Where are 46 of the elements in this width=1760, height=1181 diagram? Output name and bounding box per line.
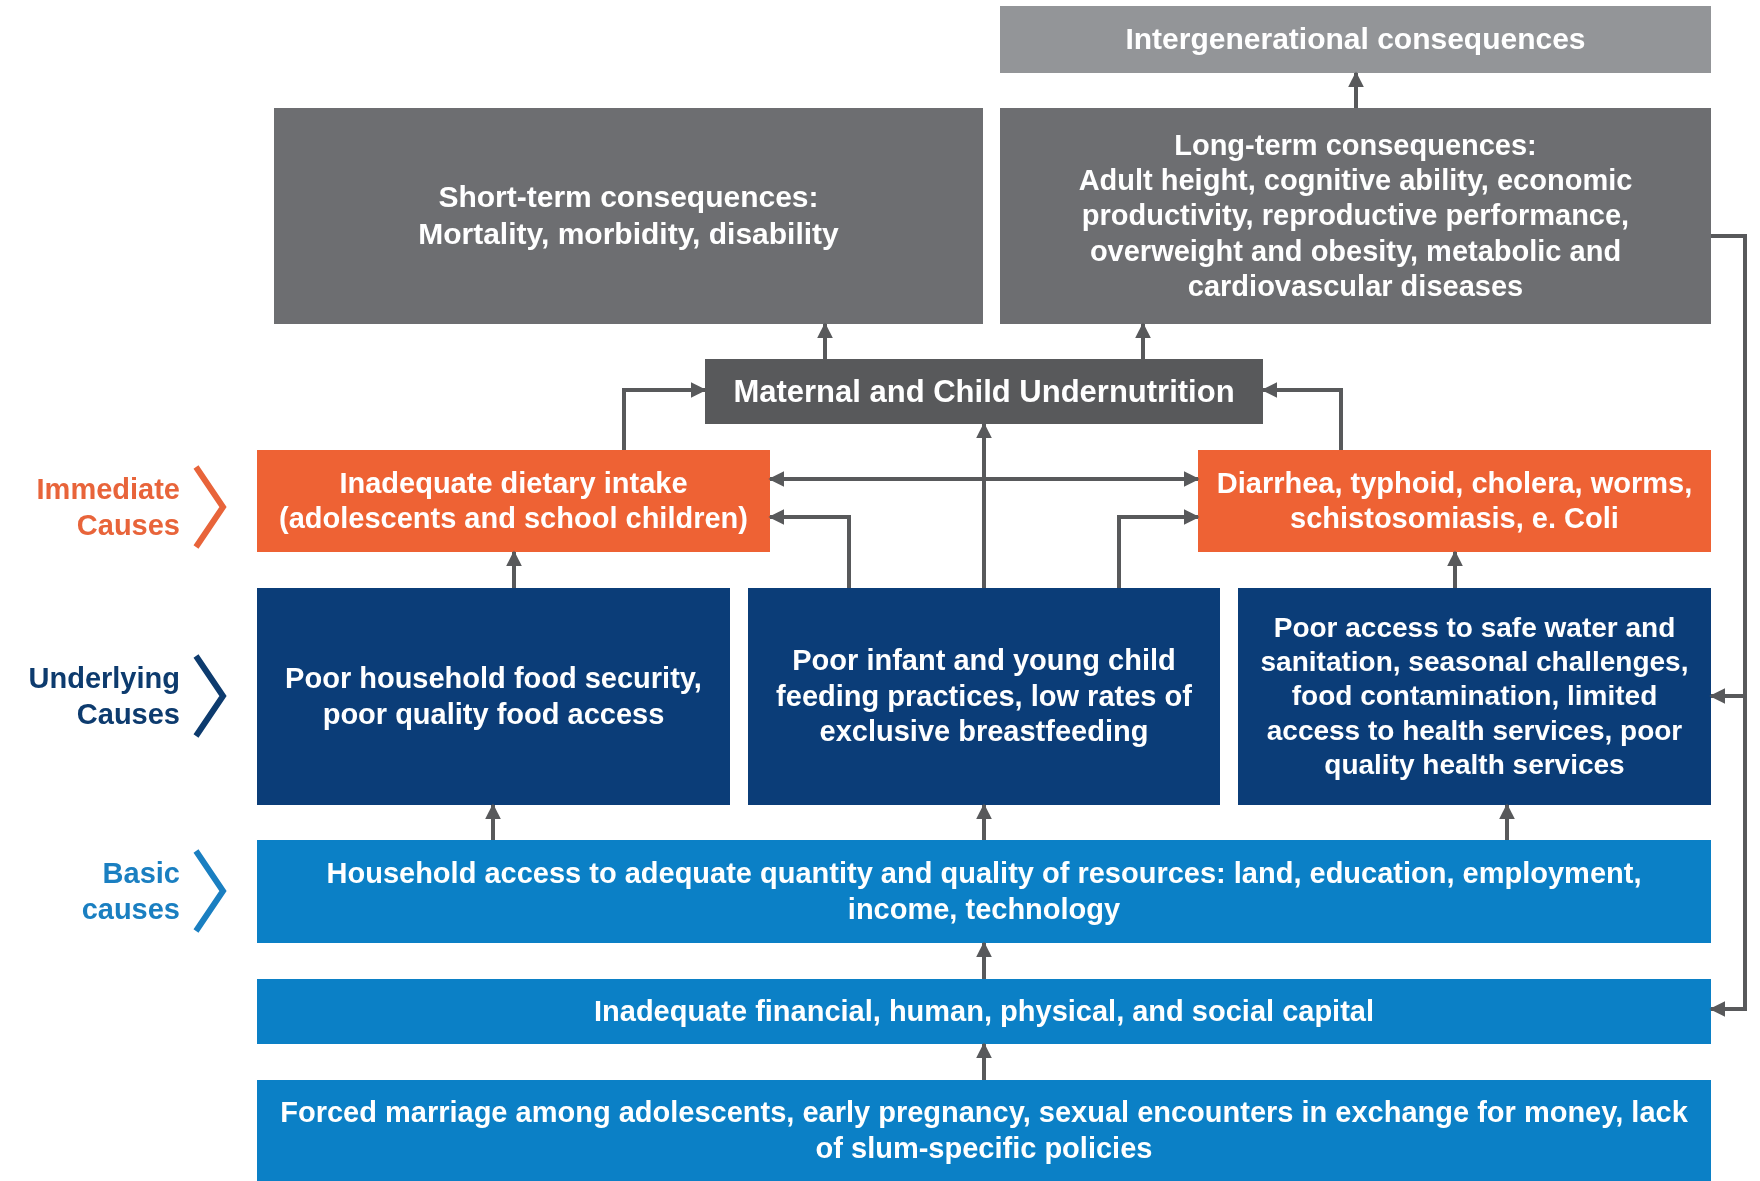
arrow [976, 803, 992, 840]
cause-box [257, 840, 1711, 943]
box-text: Poor household food security, poor quality food access [284, 661, 703, 732]
arrow [1117, 509, 1200, 588]
arrow [622, 382, 707, 450]
arrow [976, 941, 992, 979]
box-text: Adult height, cognitive ability, economic productivity, reproductive performance, overweight and obesity, metabolic and cardiovascular diseases [1077, 162, 1634, 305]
box-text: Household access to adequate quantity and quality of resources: land, education, employment, income, technology [325, 856, 1643, 927]
arrow [1261, 382, 1343, 450]
section-label: Immediate Causes [35, 471, 180, 543]
cause-box [1238, 588, 1711, 805]
box-heading: Long-term consequences: [1174, 127, 1537, 163]
cause-box [274, 108, 983, 324]
box-text: Intergenerational consequences [1125, 21, 1586, 58]
box-text: Poor infant and young child feeding practices, low rates of exclusive breastfeeding [775, 643, 1193, 750]
cause-box [1000, 6, 1711, 73]
box-text: Inadequate financial, human, physical, and social capital [594, 993, 1374, 1029]
cause-box [1198, 450, 1711, 552]
arrow [1348, 71, 1364, 108]
arrow [768, 471, 1200, 487]
box-text: Forced marriage among adolescents, early pregnancy, sexual encounters in exchange for money, lack of slum-specific policies [279, 1095, 1689, 1166]
box-text: Maternal and Child Undernutrition [733, 372, 1235, 411]
box-text: Mortality, morbidity, disability [418, 216, 839, 252]
cause-box [257, 1080, 1711, 1181]
arrow [506, 550, 522, 588]
cause-box [748, 588, 1220, 805]
arrow [1447, 550, 1463, 588]
cause-box [705, 359, 1263, 424]
arrow [817, 322, 833, 359]
arrow [976, 422, 992, 588]
cause-box [257, 450, 770, 552]
arrow [1499, 803, 1515, 840]
cause-box [1000, 108, 1711, 324]
cause-box [257, 588, 730, 805]
box-text: Inadequate dietary intake (adolescents and school children) [278, 465, 749, 536]
section-label: Basic causes [80, 855, 180, 927]
box-heading: Short-term consequences: [438, 179, 819, 216]
arrow [1709, 234, 1747, 1017]
arrow [976, 1042, 992, 1080]
box-text: Poor access to safe water and sanitation, seasonal challenges, food contamination, limited access to health services, poor quality health services [1259, 611, 1690, 782]
arrow [768, 509, 851, 588]
arrow [1135, 322, 1151, 359]
box-text: Diarrhea, typhoid, cholera, worms, schistosomiasis, e. Coli [1216, 465, 1693, 536]
section-label: Underlying Causes [27, 660, 180, 732]
arrow [485, 803, 501, 840]
cause-box [257, 979, 1711, 1044]
